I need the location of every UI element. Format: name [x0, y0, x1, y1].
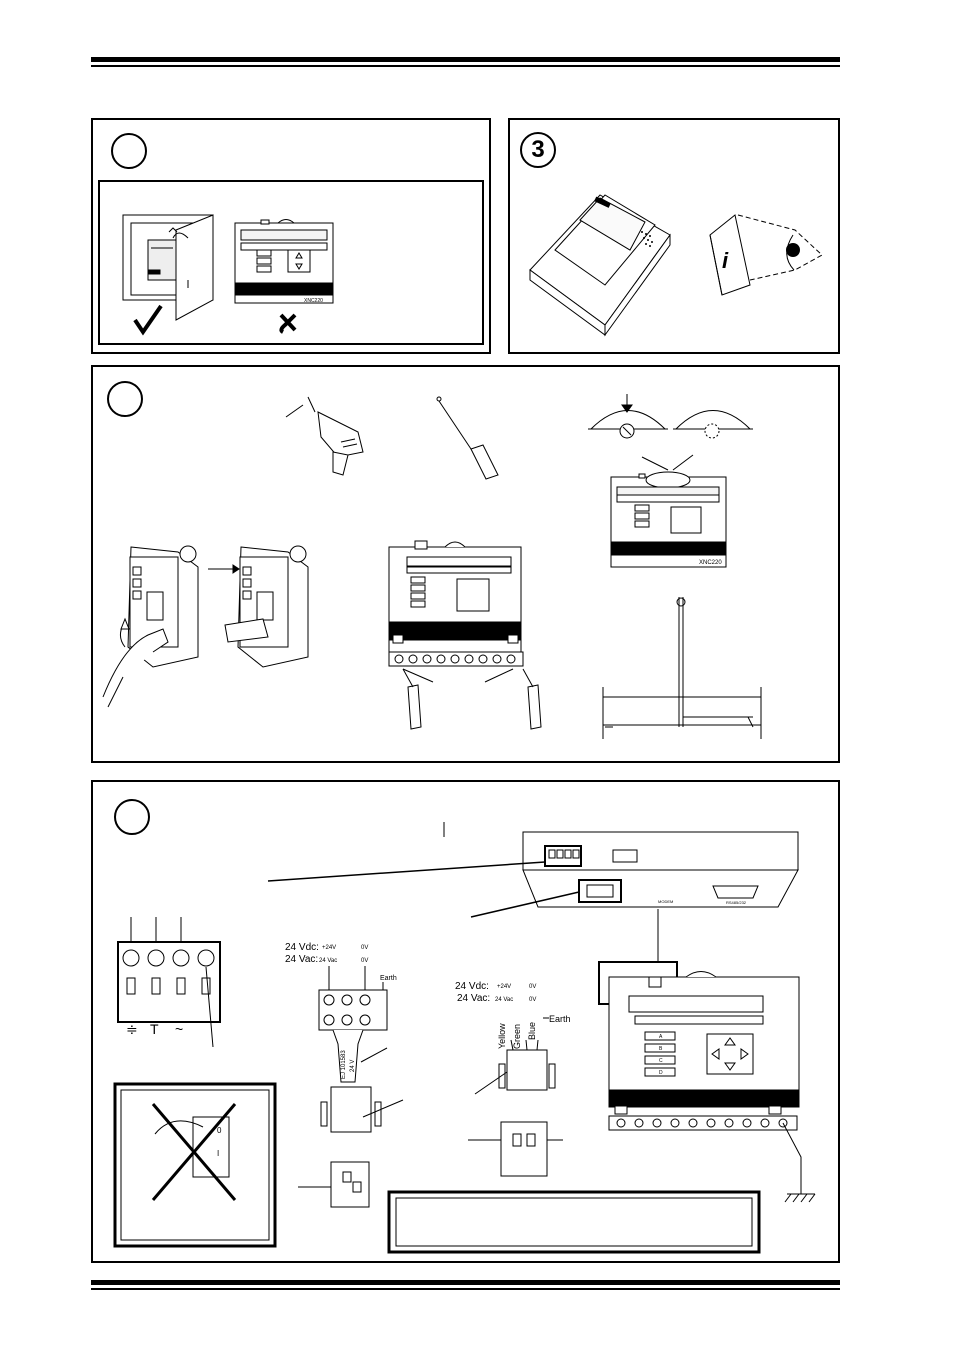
- port-rs232-label: RS485/232: [726, 900, 747, 905]
- top-rule-thick: [91, 57, 840, 62]
- step-circle-3: 3: [520, 132, 556, 168]
- bottom-rule-thin: [91, 1288, 840, 1290]
- wire-green-label: Green: [512, 1024, 522, 1049]
- notice-box-outer: [387, 1190, 761, 1254]
- manual-booklet-icon: [709, 214, 751, 296]
- location-inner-box: [98, 180, 484, 345]
- pointer-line-1: [267, 861, 546, 882]
- button-b-label: B: [659, 1046, 663, 1052]
- model-label-1: XNC220: [304, 298, 323, 304]
- vac24-mid: 24 Vac: [495, 997, 513, 1003]
- dimension-drawing: [602, 597, 762, 739]
- button-d-label: D: [659, 1070, 663, 1076]
- vac24-left: 24 Vac: [319, 958, 337, 964]
- zero-v-left-1: 0V: [361, 945, 368, 951]
- hand-mounting-drawing: [102, 545, 309, 708]
- step-circle-2: [107, 381, 143, 417]
- check-mark-icon: [133, 304, 163, 336]
- connector-left: [298, 966, 404, 1208]
- terminal-block-large: [117, 917, 221, 1048]
- zero-v-left-2: 0V: [361, 958, 368, 964]
- vdc-label-left: 24 Vdc:: [285, 942, 319, 953]
- port-modem-label: MODEM: [658, 899, 673, 904]
- no-switch-box: [113, 1082, 277, 1248]
- mounting-illustration: XNC220: [102, 394, 762, 739]
- cross-mark-icon: [279, 313, 297, 334]
- model-label-2: XNC220: [699, 560, 722, 566]
- location-illustration: XNC220: [122, 214, 334, 336]
- knockout-detail: [588, 394, 753, 471]
- wire-blue-label: Blue: [527, 1022, 537, 1040]
- switch-mark-off: 0: [217, 1126, 222, 1135]
- step-circle-4: [114, 799, 150, 835]
- bottom-rule-thick: [91, 1280, 840, 1285]
- cable-code-label: EJ 101583: [341, 1050, 347, 1079]
- plus24v-mid: +24V: [497, 984, 511, 990]
- box-drawing: [529, 194, 671, 337]
- wire-yellow-label: Yellow: [497, 1023, 507, 1049]
- panel-packaging: 3 i: [508, 118, 840, 354]
- panel-location: XNC220: [91, 118, 491, 354]
- panel-mounting: XNC220: [91, 365, 840, 763]
- zero-v-mid-1: 0V: [529, 984, 536, 990]
- switch-mark-on: I: [217, 1149, 219, 1158]
- connector-mid: [468, 1017, 563, 1177]
- controller-front-large: [598, 961, 816, 1203]
- plus24v-left: +24V: [322, 945, 336, 951]
- button-c-label: C: [659, 1058, 663, 1064]
- controller-front-small: [234, 219, 334, 304]
- top-rule-thin: [91, 65, 840, 67]
- info-icon: i: [722, 248, 729, 273]
- controller-front-mid: [610, 471, 727, 568]
- terminal-symbol-t: T: [150, 1021, 159, 1037]
- controller-with-terminals: [388, 540, 542, 730]
- zero-v-mid-2: 0V: [529, 997, 536, 1003]
- drill-icon: [285, 396, 364, 476]
- cable-voltage-label: 24 V: [350, 1060, 356, 1072]
- controller-rear: [443, 822, 799, 908]
- pointer-line-2: [470, 891, 580, 918]
- notice-box-inner: [395, 1197, 753, 1247]
- cabinet-drawing: [122, 214, 214, 321]
- terminal-symbol-ac: ~: [175, 1021, 183, 1037]
- step-circle-1: [111, 133, 147, 169]
- eye-icon: [737, 214, 823, 281]
- earth-label-mid: Earth: [549, 1014, 571, 1024]
- wiring-illustration: MODEM RS485/232 ≑ T ~ 24 Vdc: 24 Vac: +2…: [113, 822, 816, 1254]
- mesh-grille: [641, 231, 653, 247]
- vac-label-mid: 24 Vac:: [457, 993, 490, 1004]
- packaging-illustration: i: [529, 194, 823, 337]
- panel-wiring: MODEM RS485/232 ≑ T ~ 24 Vdc: 24 Vac: +2…: [91, 780, 840, 1263]
- vdc-label-mid: 24 Vdc:: [455, 981, 489, 992]
- terminal-symbol-earth: ≑: [126, 1021, 138, 1037]
- vac-label-left: 24 Vac:: [285, 954, 318, 965]
- earth-label-left: Earth: [380, 975, 397, 982]
- button-a-label: A: [659, 1034, 663, 1040]
- screwdriver-icon: [436, 396, 499, 480]
